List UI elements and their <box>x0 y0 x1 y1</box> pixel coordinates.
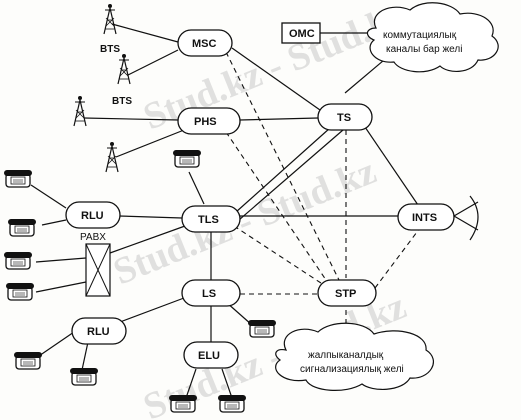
switched-network-label-1: коммутациялық <box>383 30 457 41</box>
dashed-links <box>225 51 421 338</box>
elu-node <box>183 341 239 369</box>
phone-icon <box>168 394 198 413</box>
phone-icon <box>7 218 37 237</box>
omc-label: OMC <box>289 28 315 40</box>
cloud-shape <box>366 2 499 73</box>
signaling-network-label-2: сигнализациялық желі <box>300 364 404 375</box>
link-bts3-phs <box>83 117 179 121</box>
link-ints-out-1 <box>453 201 479 217</box>
link-msc-ts <box>231 47 321 111</box>
watermark-2: Stud.kz - Stud.kz <box>108 150 382 293</box>
rlu-bottom-node <box>71 317 127 345</box>
ints-boundary <box>469 195 479 241</box>
solid-links <box>30 23 479 399</box>
stp-node <box>317 279 377 307</box>
phone-icon <box>3 169 33 188</box>
bts-label-2: BTS <box>112 96 132 107</box>
link-elu-phone-2 <box>221 368 233 399</box>
phone-icon <box>13 351 43 370</box>
link-phs-ts <box>239 117 319 121</box>
phone-icon <box>5 282 35 301</box>
link-rlu-phone-1 <box>35 331 75 359</box>
phone-icon <box>247 319 277 338</box>
bts-towers: BTS BTS <box>73 3 132 173</box>
link-ts-tls-a <box>235 127 331 213</box>
rlu-top-node <box>65 201 121 229</box>
ints-label: INTS <box>412 212 437 224</box>
phs-node <box>177 107 241 135</box>
link-ts-ints <box>364 126 419 206</box>
switch-node-labels: MSC PHS TS TLS LS STP ELU INTS RLU RLU <box>81 38 437 362</box>
phone-icon <box>172 149 202 168</box>
tower-icon <box>117 53 131 85</box>
tls-node <box>181 205 241 233</box>
elu-label: ELU <box>198 350 220 362</box>
link-bts4-phs <box>115 129 185 158</box>
pabx-node: PABX <box>80 232 111 297</box>
link-ints-out-2 <box>453 215 479 231</box>
link-phone-tls <box>188 171 205 205</box>
msc-label: MSC <box>192 38 217 50</box>
rlu-top-label: RLU <box>81 210 104 222</box>
link-elu-phone-1 <box>185 368 197 399</box>
sig-stp-ints <box>374 227 421 289</box>
rlu-bottom-label: RLU <box>87 326 110 338</box>
stp-label: STP <box>335 288 356 300</box>
link-phone-rlu-2 <box>41 219 67 226</box>
link-bts1-msc <box>111 23 179 43</box>
link-ts-tls-b <box>231 129 344 227</box>
link-ls-rlu <box>119 297 185 323</box>
link-rlu-phone-2 <box>81 341 89 371</box>
tower-icon <box>103 3 117 35</box>
phs-label: PHS <box>194 116 217 128</box>
signaling-network-cloud: жалпыканалдық сигнализациялық желі <box>275 322 434 391</box>
switched-network-cloud: коммутациялық каналы бар желі <box>366 2 499 73</box>
phone-icon <box>3 251 33 270</box>
signaling-network-label-1: жалпыканалдық <box>308 350 384 361</box>
ts-label: TS <box>337 112 351 124</box>
ints-node <box>397 203 455 231</box>
link-phone-pabx-2 <box>35 281 87 293</box>
link-phone-pabx-1 <box>35 257 87 263</box>
signaling-cloud-shape <box>275 322 434 391</box>
link-pabx-tls <box>109 225 186 254</box>
phone-icon <box>217 394 247 413</box>
bts-label-1: BTS <box>100 44 120 55</box>
omc-node: OMC <box>281 22 321 44</box>
switch-nodes <box>65 29 455 369</box>
phone-icon <box>69 367 99 386</box>
link-rlu-tls <box>118 215 183 219</box>
ls-label: LS <box>202 288 216 300</box>
switched-network-label-2: каналы бар желі <box>386 43 462 55</box>
tls-label: TLS <box>198 214 219 226</box>
tower-icon <box>73 95 87 127</box>
ls-node <box>181 279 241 307</box>
link-phone-rlu-1 <box>30 184 67 209</box>
sig-phs-stp <box>225 131 327 281</box>
ts-node <box>317 103 373 131</box>
pabx-label: PABX <box>80 232 106 243</box>
link-bts2-msc <box>127 49 179 76</box>
sig-msc-stp <box>225 51 341 283</box>
msc-node <box>177 29 233 57</box>
